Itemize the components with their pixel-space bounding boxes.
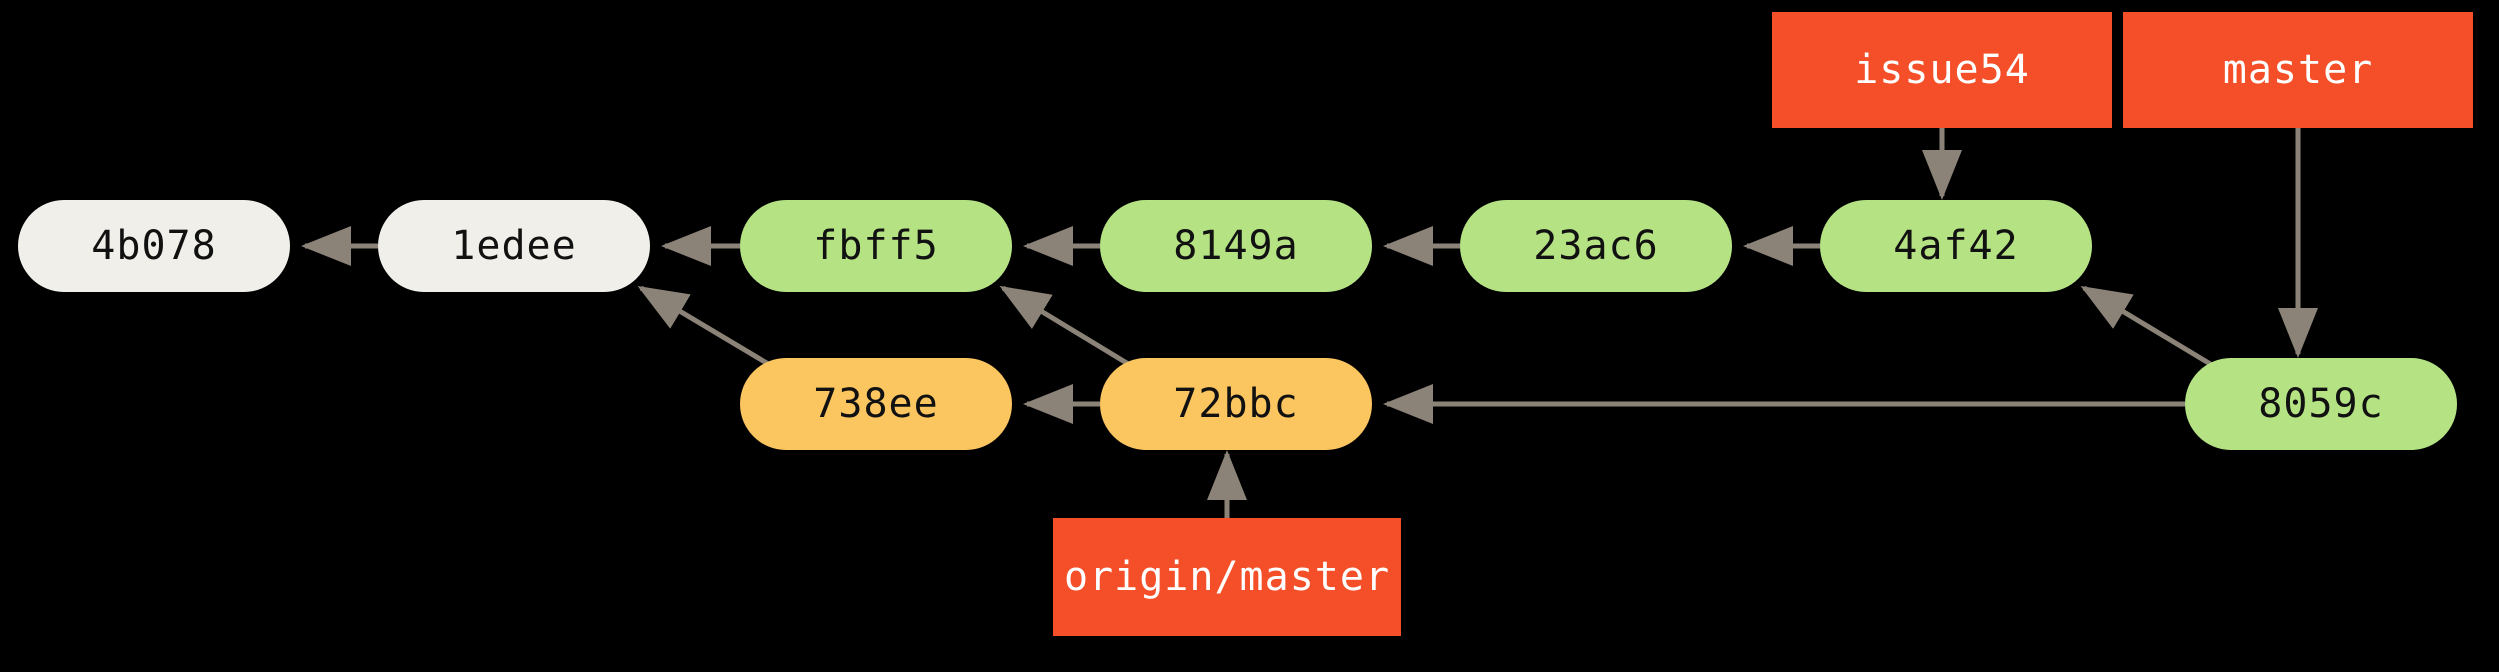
commit-node-fbff5[interactable]: fbff5 — [740, 200, 1012, 292]
edge-738ee-to-1edee — [637, 285, 772, 368]
commit-label: 72bbc — [1173, 381, 1299, 427]
branch-label-origin-master[interactable]: origin/master — [1053, 518, 1401, 636]
edge-72bbc-to-fbff5 — [999, 285, 1132, 368]
commit-label: fbff5 — [813, 223, 939, 269]
branch-label-text: master — [2222, 47, 2374, 93]
commit-node-738ee[interactable]: 738ee — [740, 358, 1012, 450]
commit-node-8149a[interactable]: 8149a — [1100, 200, 1372, 292]
edge-8059c-to-4af42 — [2080, 285, 2214, 368]
branch-label-text: origin/master — [1063, 554, 1391, 600]
commit-label: 8149a — [1173, 223, 1299, 269]
commit-label: 4b078 — [91, 223, 217, 269]
commit-node-23ac6[interactable]: 23ac6 — [1460, 200, 1732, 292]
commit-node-72bbc[interactable]: 72bbc — [1100, 358, 1372, 450]
commit-node-8059c[interactable]: 8059c — [2185, 358, 2457, 450]
commit-label: 4af42 — [1893, 223, 2019, 269]
commit-label: 8059c — [2258, 381, 2384, 427]
commit-label: 23ac6 — [1533, 223, 1659, 269]
branch-label-text: issue54 — [1854, 47, 2030, 93]
branch-label-issue54[interactable]: issue54 — [1772, 12, 2112, 128]
branch-label-master[interactable]: master — [2123, 12, 2473, 128]
commit-label: 738ee — [813, 381, 939, 427]
commit-label: 1edee — [451, 223, 577, 269]
commit-node-4af42[interactable]: 4af42 — [1820, 200, 2092, 292]
commit-node-1edee[interactable]: 1edee — [378, 200, 650, 292]
commit-node-4b078[interactable]: 4b078 — [18, 200, 290, 292]
